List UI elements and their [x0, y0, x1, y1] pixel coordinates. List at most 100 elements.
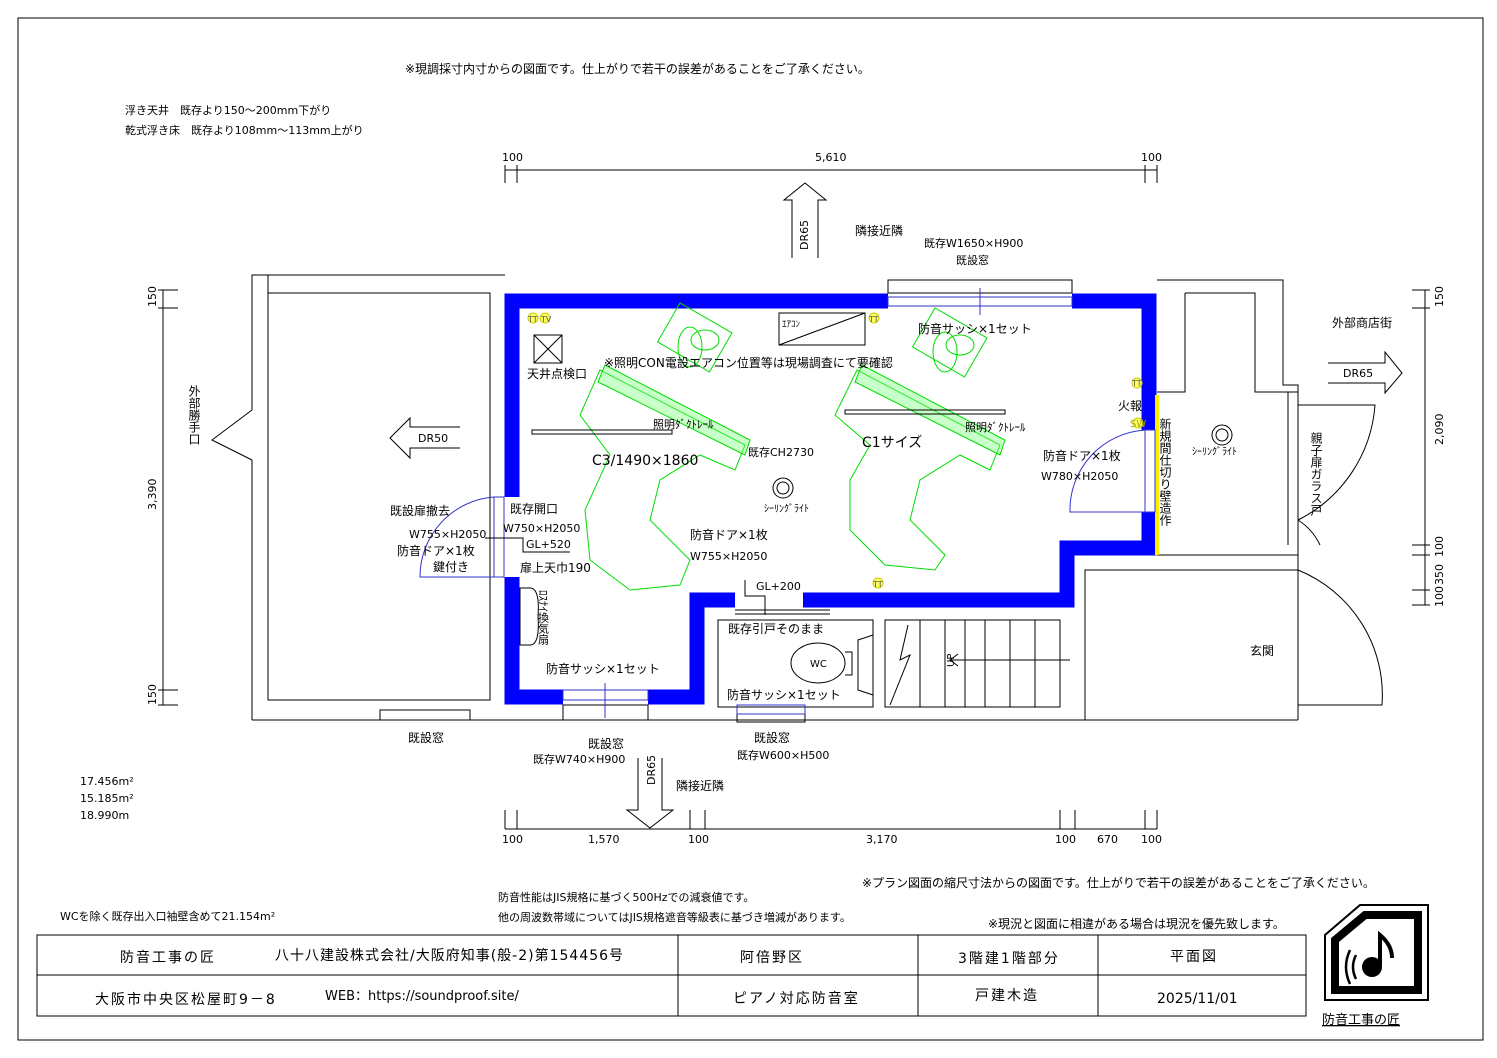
building-type: 3階建1階部分: [958, 951, 1060, 967]
dim-label: 2,090: [1433, 414, 1446, 446]
dim-label: 350: [1433, 564, 1446, 585]
lighting-duct-rail-2: [844, 409, 1006, 415]
area-3: 18.990m: [80, 809, 129, 822]
door-right-size: W780×H2050: [1041, 470, 1118, 483]
window-top: 既設窓: [956, 253, 989, 267]
aircon-label: ｴｱｺﾝ: [782, 320, 801, 330]
sash-windows: [562, 288, 1073, 718]
piano-c3-label: C3/1490×1860: [592, 453, 698, 469]
dim-label: 150: [1433, 286, 1446, 307]
stairs-up-label: UP: [946, 654, 957, 667]
above-door-label: 扉上天巾190: [520, 561, 591, 575]
date: 2025/11/01: [1157, 991, 1238, 1007]
right-dimension: 150 2,090 100 350 100: [1412, 286, 1446, 607]
aircon-unit: [778, 312, 866, 346]
dim-label: 100: [502, 833, 523, 846]
soundproof-walls: [504, 293, 1157, 705]
area-note: WCを除く既存出入口袖壁含めて21.154m²: [60, 909, 275, 923]
dim-label: 150: [146, 286, 159, 307]
vent-label: ﾛｽﾅｲ換気扇: [537, 590, 550, 646]
priority-note: ※現況と図面に相違がある場合は現況を優先致します。: [988, 916, 1285, 931]
dim-label: 5,610: [815, 151, 847, 164]
dim-label: 3,390: [146, 479, 159, 511]
perf-note-2: 他の周波数帯域についてはJIS規格遮音等級表に基づき増減があります。: [498, 910, 851, 924]
opening-label: 既存開口: [510, 502, 558, 516]
lighting-duct-rail-1: [531, 429, 673, 435]
window-wc-size: 既存W600×H500: [737, 748, 829, 762]
inspection-label: 天井点検口: [527, 367, 587, 381]
door-mid-size: W755×H2050: [690, 550, 767, 563]
outside-street-label: 外部商店街: [1332, 315, 1392, 330]
company-short: 防音工事の匠: [120, 949, 216, 966]
wc-toilet-icon: [790, 634, 874, 696]
ceiling-inspection-hatch: [533, 334, 563, 364]
sliding-door-label: 既存引戸そのまま: [728, 622, 824, 636]
piano-c1-label: C1サイズ: [862, 435, 922, 451]
drawing-border: [17, 17, 1484, 1041]
neighbor-top: 隣接近隣: [855, 223, 903, 238]
area-2: 15.185m²: [80, 792, 134, 805]
door-left-size: W755×H2050: [409, 528, 486, 541]
window-bl: 既設窓: [588, 736, 624, 751]
company-name: 八十八建設株式会社/大阪府知事(般-2)第154456号: [275, 947, 624, 964]
window-bl-size: 既存W740×H900: [533, 752, 625, 766]
fire-alarm-label: 火報: [1118, 399, 1142, 413]
ward: 阿倍野区: [740, 950, 804, 966]
dim-label: 100: [1055, 833, 1076, 846]
door-left-label: 防音ドア×1枚: [397, 543, 475, 558]
title-block: 防音工事の匠 八十八建設株式会社/大阪府知事(般-2)第154456号 大阪市中…: [36, 934, 1307, 1017]
company-logo: 防音工事の匠: [1322, 904, 1429, 1028]
soundproof-door-right[interactable]: [1069, 429, 1156, 513]
outside-door-label: 外部勝手口: [187, 385, 201, 445]
leader-line: [744, 580, 766, 615]
leader-line: [485, 537, 570, 553]
gl200-label: GL+200: [756, 580, 801, 593]
left-dimension: 150 3,390 150: [146, 286, 178, 706]
dim-label: 100: [1141, 833, 1162, 846]
room-type: ピアノ対応防音室: [733, 990, 860, 1007]
dim-label: 100: [1433, 536, 1446, 557]
glass-door-label: 親子扉ガラス戸: [1309, 432, 1323, 517]
wc-label: WC: [810, 659, 827, 670]
duct-rail-label-1: 照明ﾀﾞｸﾄﾚｰﾙ: [653, 418, 714, 431]
dim-label: 100: [1141, 151, 1162, 164]
new-partition-wall: [1155, 395, 1159, 555]
ceiling-light-label-2: ｼｰﾘﾝｸﾞﾗｲﾄ: [1192, 446, 1237, 458]
dr65-bottom: DR65: [645, 755, 658, 785]
top-note: ※現調採寸内寸からの図面です。仕上がりで若干の誤差があることをご了承ください。: [405, 61, 870, 76]
tt-marker: TT: [527, 315, 538, 324]
dim-label: 670: [1097, 833, 1118, 846]
sash-wc: 防音サッシ×1セット: [727, 687, 841, 702]
sash-top: 防音サッシ×1セット: [918, 321, 1032, 336]
ceiling-note: 浮き天井 既存より150～200mm下がり: [125, 103, 331, 117]
dim-label: 100: [502, 151, 523, 164]
tt-marker: TT: [1131, 379, 1142, 388]
dr65-top: DR65: [798, 220, 811, 250]
ceiling-height: 既存CH2730: [748, 445, 814, 459]
address: 大阪市中央区松屋町9－8: [95, 991, 277, 1008]
window-left-room: 既設窓: [408, 730, 444, 745]
arrow-left-icon: [389, 416, 460, 460]
existing-walls: [211, 274, 1383, 723]
opening-size: W750×H2050: [503, 522, 580, 535]
dim-label: 100: [688, 833, 709, 846]
sash-bottom-left: 防音サッシ×1セット: [546, 661, 660, 676]
dim-label: 1,570: [588, 833, 620, 846]
top-dimension: 100 5,610 100: [502, 151, 1162, 183]
logo-caption: 防音工事の匠: [1322, 1012, 1400, 1028]
door-right-label: 防音ドア×1枚: [1043, 448, 1121, 463]
window-wc: 既設窓: [754, 730, 790, 745]
sliding-door[interactable]: [735, 609, 830, 615]
structure: 戸建木造: [975, 988, 1039, 1004]
perf-note-1: 防音性能はJIS規格に基づく500Hzでの減衰値です。: [498, 890, 754, 904]
door-mid-label: 防音ドア×1枚: [690, 527, 768, 542]
neighbor-bottom: 隣接近隣: [676, 778, 724, 793]
switch-label: SW: [1130, 419, 1146, 430]
soundproof-door-left[interactable]: [419, 496, 505, 578]
grand-piano-c3: [579, 302, 751, 591]
drawing-type: 平面図: [1170, 949, 1218, 965]
ventilation-fan-icon: [519, 587, 539, 646]
tt-marker: TT: [872, 580, 883, 589]
area-1: 17.456m²: [80, 775, 134, 788]
